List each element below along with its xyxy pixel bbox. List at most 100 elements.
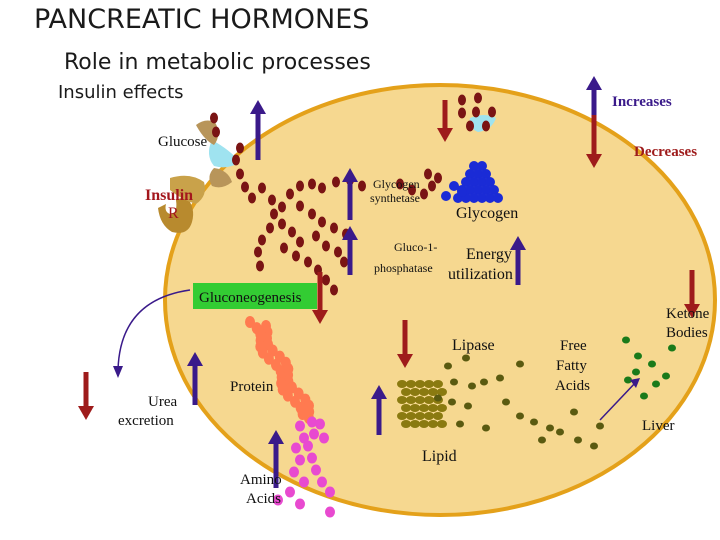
fatty-acid-bead	[590, 442, 598, 450]
amino-acid-bead	[317, 476, 327, 488]
glucose-release-arrow-head	[437, 128, 453, 142]
glycogen-bead	[465, 169, 475, 179]
protein-bead	[282, 389, 293, 402]
glucose-bead	[236, 168, 244, 180]
insulin-label: Insulin	[145, 187, 193, 204]
amino-acid-bead	[307, 416, 317, 428]
ketone-bead	[622, 336, 630, 344]
ketone-bead	[634, 352, 642, 360]
section-heading: Insulin effects	[58, 82, 184, 103]
glucose-bead	[296, 236, 304, 248]
amino-acid-bead	[325, 506, 335, 518]
receptor-label: R	[168, 205, 179, 222]
lipid-bead	[428, 388, 438, 396]
legend-increases: Increases	[612, 94, 672, 110]
glycogen-bead	[481, 185, 491, 195]
glucose-bead	[330, 222, 338, 234]
glycogen-bead	[493, 193, 503, 203]
lipase-label: Lipase	[452, 337, 495, 354]
lipid-bead	[419, 388, 429, 396]
fatty-acid-bead	[502, 398, 510, 406]
amino-acid-bead	[325, 486, 335, 498]
glycogen-bead	[465, 185, 475, 195]
insulin-receptor	[158, 175, 205, 233]
amino-acid-bead	[295, 498, 305, 510]
fatty-acid-bead	[450, 378, 458, 386]
urea-label-1: Urea	[148, 394, 177, 410]
glucose-bead	[308, 178, 316, 190]
lipid-bead	[433, 412, 443, 420]
ketone-bead	[632, 368, 640, 376]
gluconeogenesis-label: Gluconeogenesis	[199, 290, 302, 306]
glucose-release-arrow-shaft	[442, 100, 448, 130]
glucose-bead	[428, 180, 436, 192]
lipid-bead	[406, 396, 416, 404]
glycogen-synthetase-arrow-head	[342, 168, 358, 182]
ffa-label-3: Acids	[555, 378, 590, 394]
protein-synthesis-arrow-head	[187, 352, 203, 366]
glucose-bead	[312, 230, 320, 242]
glucose-bead	[286, 188, 294, 200]
page-title: PANCREATIC HORMONES	[34, 4, 370, 35]
page-subtitle: Role in metabolic processes	[64, 50, 371, 75]
fatty-acid-bead	[530, 418, 538, 426]
glucose-bead	[292, 250, 300, 262]
glucose-bead	[472, 106, 480, 118]
glucose-bead	[482, 120, 490, 132]
fatty-acid-bead	[448, 398, 456, 406]
fatty-acid-bead	[556, 428, 564, 436]
fatty-acid-bead	[462, 354, 470, 362]
glucose-bead	[268, 194, 276, 206]
lipid-bead	[415, 412, 425, 420]
urea-excretion-arrow-shaft	[83, 372, 89, 408]
lipid-bead	[419, 420, 429, 428]
lipid-bead	[397, 380, 407, 388]
glycogen-bead	[461, 177, 471, 187]
amino-acid-bead	[319, 432, 329, 444]
ketone-bodies-beads	[622, 336, 676, 400]
ketone-label-2: Bodies	[666, 325, 708, 341]
glucose-bead	[254, 246, 262, 258]
ketone-label-1: Ketone	[666, 306, 710, 322]
lipid-bead	[415, 380, 425, 388]
glucose-uptake-arrow-head	[250, 100, 266, 114]
protein-synthesis-arrow-shaft	[192, 364, 198, 405]
ketone-bead	[668, 344, 676, 352]
glucose-bead	[424, 168, 432, 180]
amino-acid-uptake-arrow-head	[268, 430, 284, 444]
glycogen-synthetase-label-2: synthetase	[370, 191, 420, 205]
increases-legend-arrow-head	[586, 76, 602, 90]
legend-decreases: Decreases	[634, 144, 697, 160]
urea-excretion-arrow-head	[78, 406, 94, 420]
lipid-bead	[401, 420, 411, 428]
ketone-bead	[652, 380, 660, 388]
increase-arrows	[187, 76, 602, 488]
glucose-bead	[210, 112, 218, 124]
glycogen-synthetase-label-1: Glycogen	[373, 177, 420, 191]
fatty-acid-bead	[516, 360, 524, 368]
glycogen-synthetase-arrow-shaft	[347, 180, 353, 220]
free-fatty-acids-beads	[434, 354, 604, 450]
fatty-acid-bead	[456, 420, 464, 428]
fatty-acid-bead	[480, 378, 488, 386]
ketone-bodies-arrow-head	[684, 304, 700, 318]
lipid-bead	[424, 396, 434, 404]
amino-acids-label-1: Amino	[240, 472, 282, 488]
lipid-bead	[397, 412, 407, 420]
amino-acid-bead	[307, 452, 317, 464]
decreases-legend-arrow-shaft	[591, 115, 597, 156]
energy-label: Energy	[466, 246, 512, 263]
lipid-bead	[437, 404, 447, 412]
amino-acid-bead	[285, 486, 295, 498]
lipid-bead	[428, 404, 438, 412]
glucose-bead	[458, 107, 466, 119]
glucose-chain-group	[210, 92, 496, 296]
glucose-bead	[396, 178, 404, 190]
lipid-bead	[397, 396, 407, 404]
lipid-bead	[401, 404, 411, 412]
glucose-bead	[258, 182, 266, 194]
ketone-bead	[662, 372, 670, 380]
decrease-arrows	[78, 100, 700, 420]
glucose-uptake-arrow-shaft	[255, 112, 261, 160]
